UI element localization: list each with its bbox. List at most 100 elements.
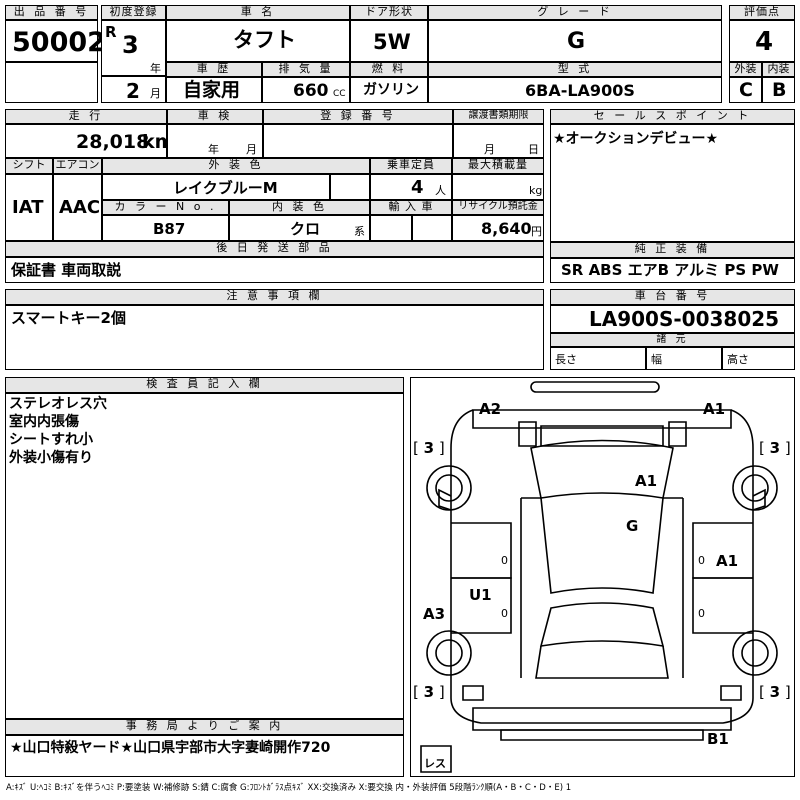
chassis-header: 車 台 番 号	[550, 289, 795, 305]
transfer-day-unit: 日	[528, 143, 539, 156]
capacity-cell: 4 人	[370, 174, 452, 200]
shift-header: シフト	[5, 158, 53, 174]
lot-no-cell: 50002	[5, 20, 106, 62]
int-color: クロ	[290, 220, 321, 238]
inspection-year-unit: 年	[208, 143, 219, 156]
capacity-unit: 人	[435, 184, 446, 197]
lot-no-blank	[5, 62, 98, 103]
standard-equip: SR ABS エアB アルミ PS PW	[561, 261, 779, 279]
inspector-line: シートすれ小	[9, 432, 93, 448]
zero-mark-right-rear: 0	[698, 607, 705, 620]
shift-cell: IAT	[5, 174, 53, 241]
inspection-header: 車 検	[167, 109, 263, 124]
history-cell: 自家用	[166, 77, 262, 103]
office-header: 事 務 局 よ り ご 案 内	[5, 719, 404, 735]
interior-grade: B	[772, 79, 787, 101]
recycle-cell: 8,640 円	[452, 215, 544, 241]
reg-month: 2	[126, 79, 140, 103]
zero-mark-left-rear: 0	[501, 607, 508, 620]
max-load-cell: kg	[452, 174, 544, 200]
grade: G	[567, 29, 586, 54]
damage-a2: A2	[479, 400, 502, 418]
recycle: 8,640	[481, 219, 532, 238]
mileage-header: 走 行	[5, 109, 167, 124]
score-header: 評価点	[729, 5, 795, 20]
later-items-header: 後 日 発 送 部 品	[5, 241, 544, 257]
score: 4	[755, 27, 774, 57]
damage-a1-front-right: A1	[703, 400, 726, 418]
inspection-month-unit: 月	[246, 143, 257, 156]
car-name: タフト	[233, 28, 296, 52]
fuel-header: 燃 料	[350, 62, 428, 77]
exterior-cell: C	[729, 77, 762, 103]
reg-no-header: 登 録 番 号	[263, 109, 453, 124]
zero-mark-right-front: 0	[698, 554, 705, 567]
fuel: ガソリン	[363, 82, 419, 98]
zero-mark-left-front: 0	[501, 554, 508, 567]
max-load-unit: kg	[529, 184, 543, 197]
later-items: 保証書 車両取説	[11, 261, 122, 279]
ext-color-header: 外 装 色	[102, 158, 370, 174]
score-cell: 4	[729, 20, 795, 62]
displacement-header: 排 気 量	[262, 62, 350, 77]
tire-tread-rear-right: [ 3 ]	[759, 683, 791, 701]
notes-header: 注 意 事 項 欄	[5, 289, 544, 305]
lot-no: 50002	[12, 27, 106, 58]
recycle-header: リサイクル預託金	[452, 200, 544, 215]
import-cell-b	[412, 215, 452, 241]
inspector-cell: ステレオレス穴 室内内張傷 シートすれ小 外装小傷有り	[5, 393, 404, 719]
interior-header: 内装	[762, 62, 795, 77]
fuel-cell: ガソリン	[350, 77, 428, 103]
reg-month-unit: 月	[150, 87, 161, 100]
tire-tread-rear-left: [ 3 ]	[413, 683, 445, 701]
transfer-month-unit: 月	[484, 143, 495, 156]
inspector-line: ステレオレス穴	[9, 396, 107, 412]
transfer-deadline-cell: 月 日	[453, 124, 544, 158]
displacement-cell: 660 CC	[262, 77, 350, 103]
spare-tire-less: レス	[424, 757, 446, 770]
color-no: B87	[153, 220, 186, 238]
displacement-unit: CC	[333, 89, 346, 99]
aircon-cell: AAC	[53, 174, 102, 241]
chassis-no: LA900S-0038025	[589, 307, 780, 331]
history: 自家用	[183, 79, 241, 101]
damage-a1-right: A1	[716, 552, 739, 570]
notes-cell: スマートキー2個	[5, 305, 544, 370]
ext-color: レイクブルーM	[173, 179, 278, 197]
door-type: 5W	[373, 30, 411, 54]
model-header: 型 式	[428, 62, 722, 77]
inspector-header: 検 査 員 記 入 欄	[5, 377, 404, 393]
aircon: AAC	[59, 197, 101, 218]
car-name-header: 車 名	[166, 5, 350, 20]
spec-width-label: 幅	[651, 353, 662, 366]
notes: スマートキー2個	[11, 309, 126, 327]
import-cell-a	[370, 215, 412, 241]
era-letter: R	[105, 23, 117, 41]
capacity-header: 乗車定員	[370, 158, 452, 174]
model-cell: 6BA-LA900S	[428, 77, 722, 103]
exterior-grade: C	[739, 79, 753, 101]
door-header: ドア形状	[350, 5, 428, 20]
exterior-header: 外装	[729, 62, 762, 77]
specs-header: 諸 元	[550, 333, 795, 347]
spec-width-cell: 幅	[646, 347, 722, 370]
ext-color-cell: レイクブルーM	[102, 174, 330, 200]
int-color-header: 内 装 色	[229, 200, 370, 215]
model: 6BA-LA900S	[525, 81, 635, 100]
grade-cell: G	[428, 20, 722, 62]
first-reg-header: 初度登録	[101, 5, 166, 20]
spec-length-cell: 長さ	[550, 347, 646, 370]
recycle-unit: 円	[531, 225, 542, 238]
tire-tread-front-right: [ 3 ]	[759, 439, 791, 457]
color-no-header: カ ラ ー N o .	[102, 200, 229, 215]
max-load-header: 最大積載量	[452, 158, 544, 174]
first-reg-month-cell: 2 月	[101, 76, 166, 103]
office-note: ★山口特殺ヤード★山口県宇部市大字妻崎開作720	[10, 740, 331, 756]
inspection-cell: 年 月	[167, 124, 263, 158]
car-diagram: A2 A1 A1 G A1 U1 A3 B1 [ 3 ] [ 3 ] [ 3 ]…	[410, 377, 795, 777]
door-cell: 5W	[350, 20, 428, 62]
sales-point-header: セ ー ル ス ポ イ ン ト	[550, 109, 795, 124]
interior-cell: B	[762, 77, 795, 103]
int-color-unit: 系	[354, 225, 365, 238]
car-name-cell: タフト	[166, 20, 350, 62]
